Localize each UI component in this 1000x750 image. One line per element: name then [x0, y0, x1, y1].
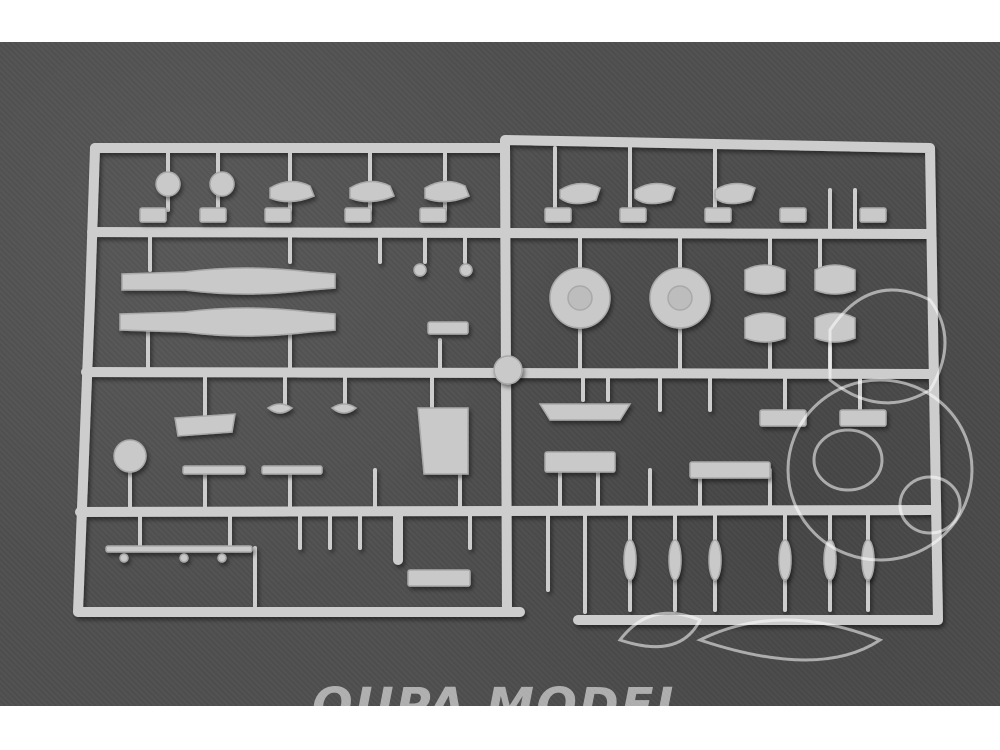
long-arm-parts — [119, 263, 473, 337]
top-white-band — [0, 0, 1000, 42]
sprue-photo: OUPA MODEL — [0, 42, 1000, 706]
middle-row-parts — [113, 321, 771, 479]
top-row-parts — [139, 171, 887, 223]
wheel-parts — [493, 267, 711, 385]
bottom-row-parts — [105, 539, 875, 587]
mascot-watermark — [617, 288, 974, 662]
bottom-white-band — [0, 706, 1000, 750]
sprue-drawing — [73, 135, 974, 662]
sprue-gates — [128, 146, 870, 614]
watermark-text: OUPA MODEL — [311, 678, 689, 706]
right-cluster-parts — [744, 264, 887, 427]
